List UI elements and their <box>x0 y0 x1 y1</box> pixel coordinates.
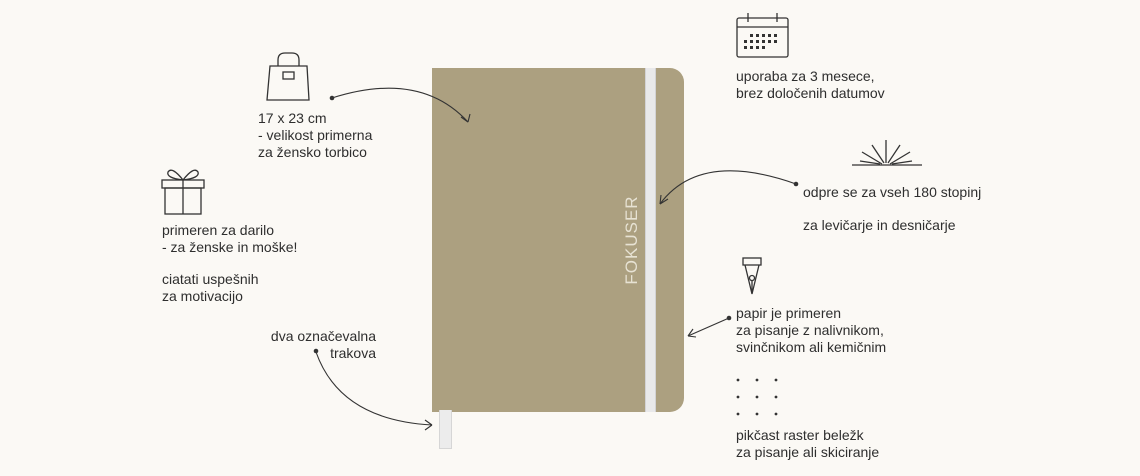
handbag-icon <box>266 52 310 101</box>
feature-gift: primeren za darilo - za ženske in moške! <box>162 222 297 256</box>
dot-grid-line-1: pikčast raster beležk <box>736 427 864 443</box>
feature-paper: papir je primeren za pisanje z nalivniko… <box>736 305 886 356</box>
motivation-line-2: za motivacijo <box>162 288 243 304</box>
open-book-icon <box>852 140 922 166</box>
arrow-lay-flat <box>659 170 797 205</box>
notebook-cover <box>432 68 684 412</box>
size-desc-1: - velikost primerna <box>258 127 373 143</box>
feature-lay-flat: odpre se za vseh 180 stopinj <box>803 184 981 201</box>
lay-flat-line-1: odpre se za vseh 180 stopinj <box>803 184 982 200</box>
ribbons-line-2: trakova <box>330 345 376 361</box>
bookmark-ribbon <box>439 410 452 449</box>
feature-calendar: uporaba za 3 mesece, brez določenih datu… <box>736 68 885 102</box>
feature-size: 17 x 23 cm - velikost primerna za žensko… <box>258 110 372 161</box>
feature-handedness: za levičarje in desničarje <box>803 217 956 234</box>
paper-line-1: papir je primeren <box>736 305 842 321</box>
arrow-size <box>331 87 469 123</box>
feature-ribbons: dva označevalna trakova <box>268 328 376 362</box>
size-dimensions: 17 x 23 cm <box>258 110 327 126</box>
paper-line-2: za pisanje z nalivnikom, <box>736 322 884 338</box>
calendar-icon <box>736 13 789 58</box>
paper-line-3: svinčnikom ali kemičnim <box>736 339 887 355</box>
feature-dot-grid: pikčast raster beležk za pisanje ali ski… <box>736 427 879 461</box>
gift-line-2: - za ženske in moške! <box>162 239 298 255</box>
size-desc-2: za žensko torbico <box>258 144 367 160</box>
motivation-line-1: ciatati uspešnih <box>162 271 259 287</box>
arrow-ribbons <box>315 351 433 426</box>
elastic-band <box>645 68 656 412</box>
dot-grid-icon <box>736 378 778 416</box>
ribbons-line-1: dva označevalna <box>270 328 376 344</box>
gift-line-1: primeren za darilo <box>162 222 275 238</box>
feature-motivation: ciatati uspešnih za motivacijo <box>162 271 259 305</box>
gift-icon <box>161 169 205 215</box>
handedness-line: za levičarje in desničarje <box>803 217 956 233</box>
calendar-grid <box>744 34 777 49</box>
calendar-line-2: brez določenih datumov <box>736 85 885 101</box>
dot-grid-line-2: za pisanje ali skiciranje <box>736 444 880 460</box>
fountain-pen-nib-icon <box>742 257 762 295</box>
calendar-line-1: uporaba za 3 mesece, <box>736 68 875 84</box>
arrow-paper <box>687 317 730 337</box>
